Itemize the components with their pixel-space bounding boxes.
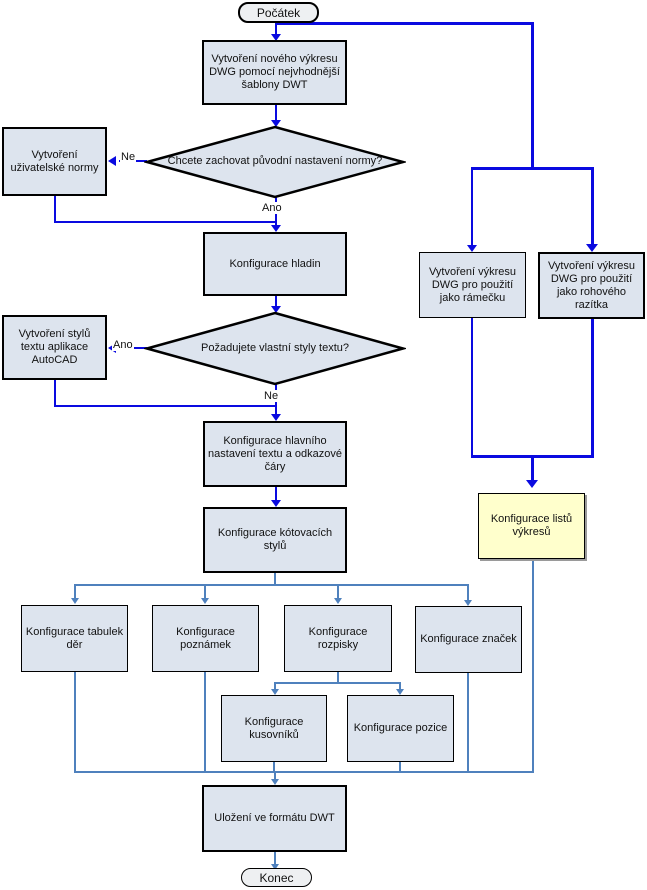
flow-line [74,584,469,586]
flow-line [74,672,76,773]
flow-line [274,852,276,865]
node-config-bom: Konfigurace kusovníků [221,695,327,762]
flow-line [275,487,277,502]
flow-line [54,221,276,223]
label-no-2: Ne [263,390,280,402]
decision-text-styles: Požadujete vlastní styly textu? [201,341,349,354]
start-terminal: Počátek [238,2,319,23]
flow-line [273,762,275,773]
node-config-hole-tables: Konfigurace tabulek děr [21,605,128,672]
node-config-layers: Konfigurace hladin [203,232,347,296]
flow-line [74,584,76,600]
node-config-main-text: Konfigurace hlavního nastavení textu a o… [203,421,347,487]
arrow-down-icon [271,34,281,41]
node-config-parts-list: Konfigurace rozpisky [284,605,392,672]
flow-line [531,22,534,168]
node-config-symbols: Konfigurace značek [415,606,522,673]
flow-line [337,584,339,600]
node-create-new-dwg: Vytvoření nového výkresu DWG pomocí nejv… [202,40,347,105]
arrow-down-icon [271,306,281,313]
flow-line [275,20,277,36]
arrow-down-icon [271,500,281,507]
arrow-down-icon [526,480,538,488]
node-dwg-title-block: Vytvoření výkresu DWG pro použití jako r… [538,252,645,319]
flow-line [467,584,469,602]
node-config-notes: Konfigurace poznámek [152,605,259,672]
node-create-text-styles: Vytvoření stylů textu aplikace AutoCAD [2,315,107,380]
arrow-down-icon [201,598,209,604]
node-config-balloons: Konfigurace pozice [347,695,454,762]
arrow-down-icon [271,225,281,232]
label-yes-2: Ano [112,339,134,351]
decision-text-styles-shape [144,311,406,386]
flow-line [591,167,594,246]
arrow-down-icon [464,600,472,606]
flow-line [471,167,594,170]
arrow-down-icon [271,864,279,870]
arrow-left-icon [108,156,116,166]
arrow-down-icon [586,244,598,252]
arrow-down-icon [467,245,477,252]
arrow-down-icon [271,120,281,127]
flow-line [274,573,276,586]
arrow-down-icon [271,414,281,421]
flow-line [54,380,56,407]
label-yes-1: Ano [261,202,283,214]
flow-line [471,167,473,246]
flow-line [204,672,206,773]
node-create-user-standard: Vytvoření uživatelské normy [2,127,107,196]
flow-line [399,682,401,690]
flow-line [531,455,534,482]
flow-line [54,196,56,223]
flow-line [274,682,401,684]
node-dwg-border: Vytvoření výkresu DWG pro použití jako r… [419,252,526,318]
arrow-down-icon [334,598,342,604]
flow-line [399,762,401,773]
node-save-dwt: Uložení ve formátu DWT [202,785,347,852]
decision-keep-standard-shape [144,125,406,199]
flow-line [274,771,276,781]
flow-line [337,672,339,684]
flow-line [467,673,469,773]
arrow-down-icon [271,779,279,785]
flow-line [591,319,594,458]
flow-line [74,771,534,773]
arrow-down-icon [396,689,404,695]
node-config-dim-styles: Konfigurace kótovacích stylů [203,507,347,573]
flow-line [471,318,473,458]
flow-line [204,584,206,600]
decision-keep-standard: Chcete zachovat původní nastavení normy? [167,154,383,167]
arrow-down-icon [271,689,279,695]
flow-line [275,105,277,121]
end-terminal: Konec [241,868,312,887]
node-config-sheets: Konfigurace listů výkresů [478,493,585,559]
arrow-down-icon [71,598,79,604]
flow-line [274,682,276,690]
label-no-1: Ne [120,151,137,163]
flow-line [275,296,277,308]
flow-line [532,559,534,773]
flow-line [277,22,534,25]
flow-line [54,405,276,407]
